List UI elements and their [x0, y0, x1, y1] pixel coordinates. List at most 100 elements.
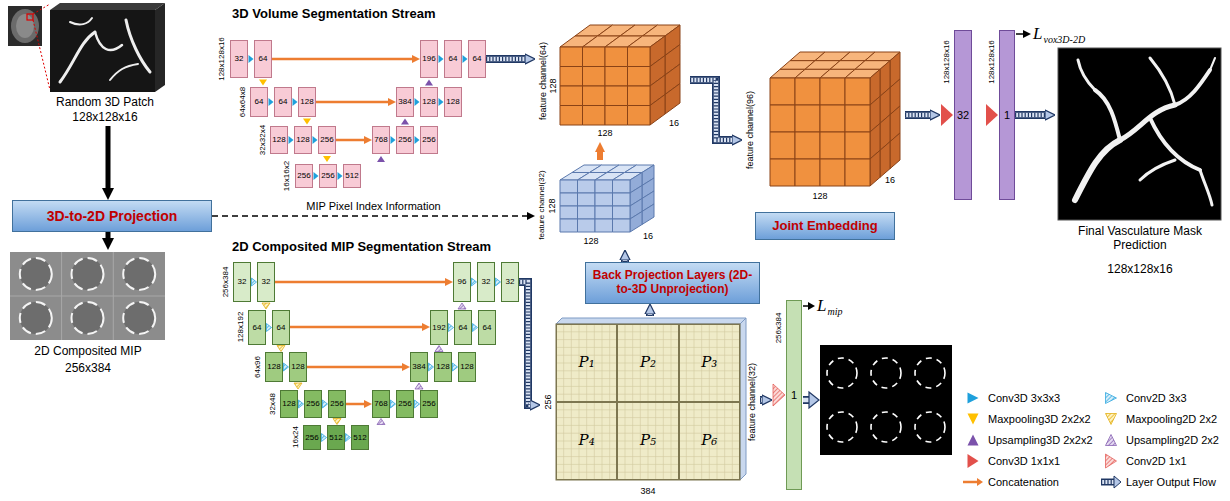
layer-symbol	[415, 98, 420, 106]
legend-symbol	[1100, 432, 1122, 448]
conv-block: 64	[250, 87, 268, 117]
feature-map-grid: 256384feature channel(32)P₁P₂P₃P₄P₅P₆	[540, 316, 760, 499]
conv-block: 64	[248, 310, 266, 345]
cube-face	[770, 132, 795, 159]
conv-block-text: 256	[297, 171, 310, 180]
conv-block-text: 64	[259, 54, 268, 63]
brain-slice-image	[11, 9, 39, 43]
feature-volume-text: 16	[643, 231, 653, 241]
legend-item: Upsampling2D 2x2	[1100, 431, 1219, 449]
patch-cell-text: P₁	[579, 354, 595, 371]
grid-line	[556, 464, 740, 465]
cube-face	[650, 95, 665, 126]
conv-block: 64	[444, 40, 462, 78]
conv-block-text: 256	[320, 135, 333, 144]
brain-slice-image	[16, 14, 34, 38]
cube-face	[560, 219, 578, 232]
image-panel-text: Random 3D Patch	[56, 96, 154, 110]
final-mask-image	[1058, 48, 1221, 220]
conv-block: 128	[294, 126, 312, 154]
conv-block: 196	[420, 40, 438, 78]
composited-mip-image	[123, 302, 155, 334]
conv-block-text: 256	[306, 399, 319, 408]
connector-line	[307, 366, 402, 369]
layer-symbol	[472, 278, 477, 286]
legend-symbol	[962, 474, 984, 490]
cube-face	[595, 206, 613, 219]
legend-symbol	[962, 390, 984, 406]
layer-symbol	[429, 363, 434, 371]
grid-face	[556, 324, 740, 480]
conv-block-text: 128	[296, 135, 309, 144]
conv-block-text: 192	[432, 323, 445, 332]
composited-mip-image	[72, 258, 104, 290]
cube-face	[560, 206, 578, 219]
brain-slice-image	[27, 14, 33, 20]
cube-face	[642, 204, 654, 225]
feature-volume: feature channel(32)12812816	[535, 160, 670, 250]
layer-symbol	[346, 434, 351, 442]
cube-face	[578, 193, 596, 206]
connector	[346, 404, 364, 405]
conv-block-text: 128	[446, 97, 459, 106]
connector	[108, 232, 109, 238]
final-mask-image	[1075, 58, 1215, 205]
layer-symbol	[391, 400, 396, 408]
conv-block-text: 32	[262, 277, 271, 286]
final-mask-image	[1078, 60, 1095, 90]
patch-cell: P₁	[556, 324, 617, 402]
feature-map-grid-text: feature channel(32)	[747, 363, 757, 441]
layer-symbol	[314, 172, 319, 180]
connector-line	[690, 80, 732, 140]
loss-arrow	[803, 30, 1031, 310]
connector	[650, 314, 651, 316]
dimension-label: 32x32x4	[258, 125, 267, 155]
layer-symbol	[377, 419, 385, 425]
concat-arrow	[963, 481, 977, 484]
layer-symbol	[1106, 414, 1117, 425]
conv-block: 64	[454, 310, 472, 345]
cube-face	[845, 159, 870, 186]
conv-block-text: 64	[277, 323, 286, 332]
cube-face	[613, 193, 631, 206]
loss-label: L	[817, 296, 826, 316]
layer-symbol	[294, 383, 302, 389]
layer-symbol	[401, 119, 409, 125]
legend-text: Conv3D 1x1x1	[988, 455, 1060, 468]
conv-block-text: 96	[458, 277, 467, 286]
legend-item: Concatenation	[962, 473, 1059, 491]
conv-block-text: 128	[272, 135, 285, 144]
connector	[519, 282, 530, 405]
conv-block: 128	[420, 87, 438, 117]
dimension-label: 16x16x2	[282, 161, 291, 191]
dimension-label: 128x128x16	[987, 40, 996, 84]
layer-symbol	[1106, 454, 1117, 468]
conv-block-text: 768	[374, 135, 387, 144]
composited-mip-image	[10, 252, 165, 340]
mip-mask-image	[915, 358, 945, 388]
dimension-label: 256x384	[774, 313, 783, 344]
final-mask-image	[1200, 170, 1212, 205]
conv-block-text: 196	[422, 54, 435, 63]
loss-arrow	[1023, 30, 1031, 38]
connector	[316, 102, 388, 103]
cube-face	[820, 78, 845, 105]
composited-mip-image	[20, 302, 52, 334]
connector	[290, 327, 422, 328]
layer-symbol	[262, 303, 270, 309]
layer-symbol	[1106, 393, 1117, 404]
legend-text: Conv2D 3x3	[1126, 392, 1187, 405]
conv-block-text: 256	[398, 399, 411, 408]
legend-symbol	[1100, 390, 1122, 406]
feature-volume-text: 128	[812, 191, 827, 201]
connector-line	[106, 126, 111, 188]
legend-text: Maxpooling3D 2x2x2	[988, 413, 1091, 426]
conv-block-text: 384	[412, 362, 425, 371]
mip-mask-image	[820, 345, 952, 455]
connector	[760, 400, 762, 401]
brain-slice-image	[33, 20, 50, 90]
loss-arrow	[808, 302, 815, 310]
connector-line	[690, 80, 732, 140]
volume-drawing	[535, 15, 690, 142]
